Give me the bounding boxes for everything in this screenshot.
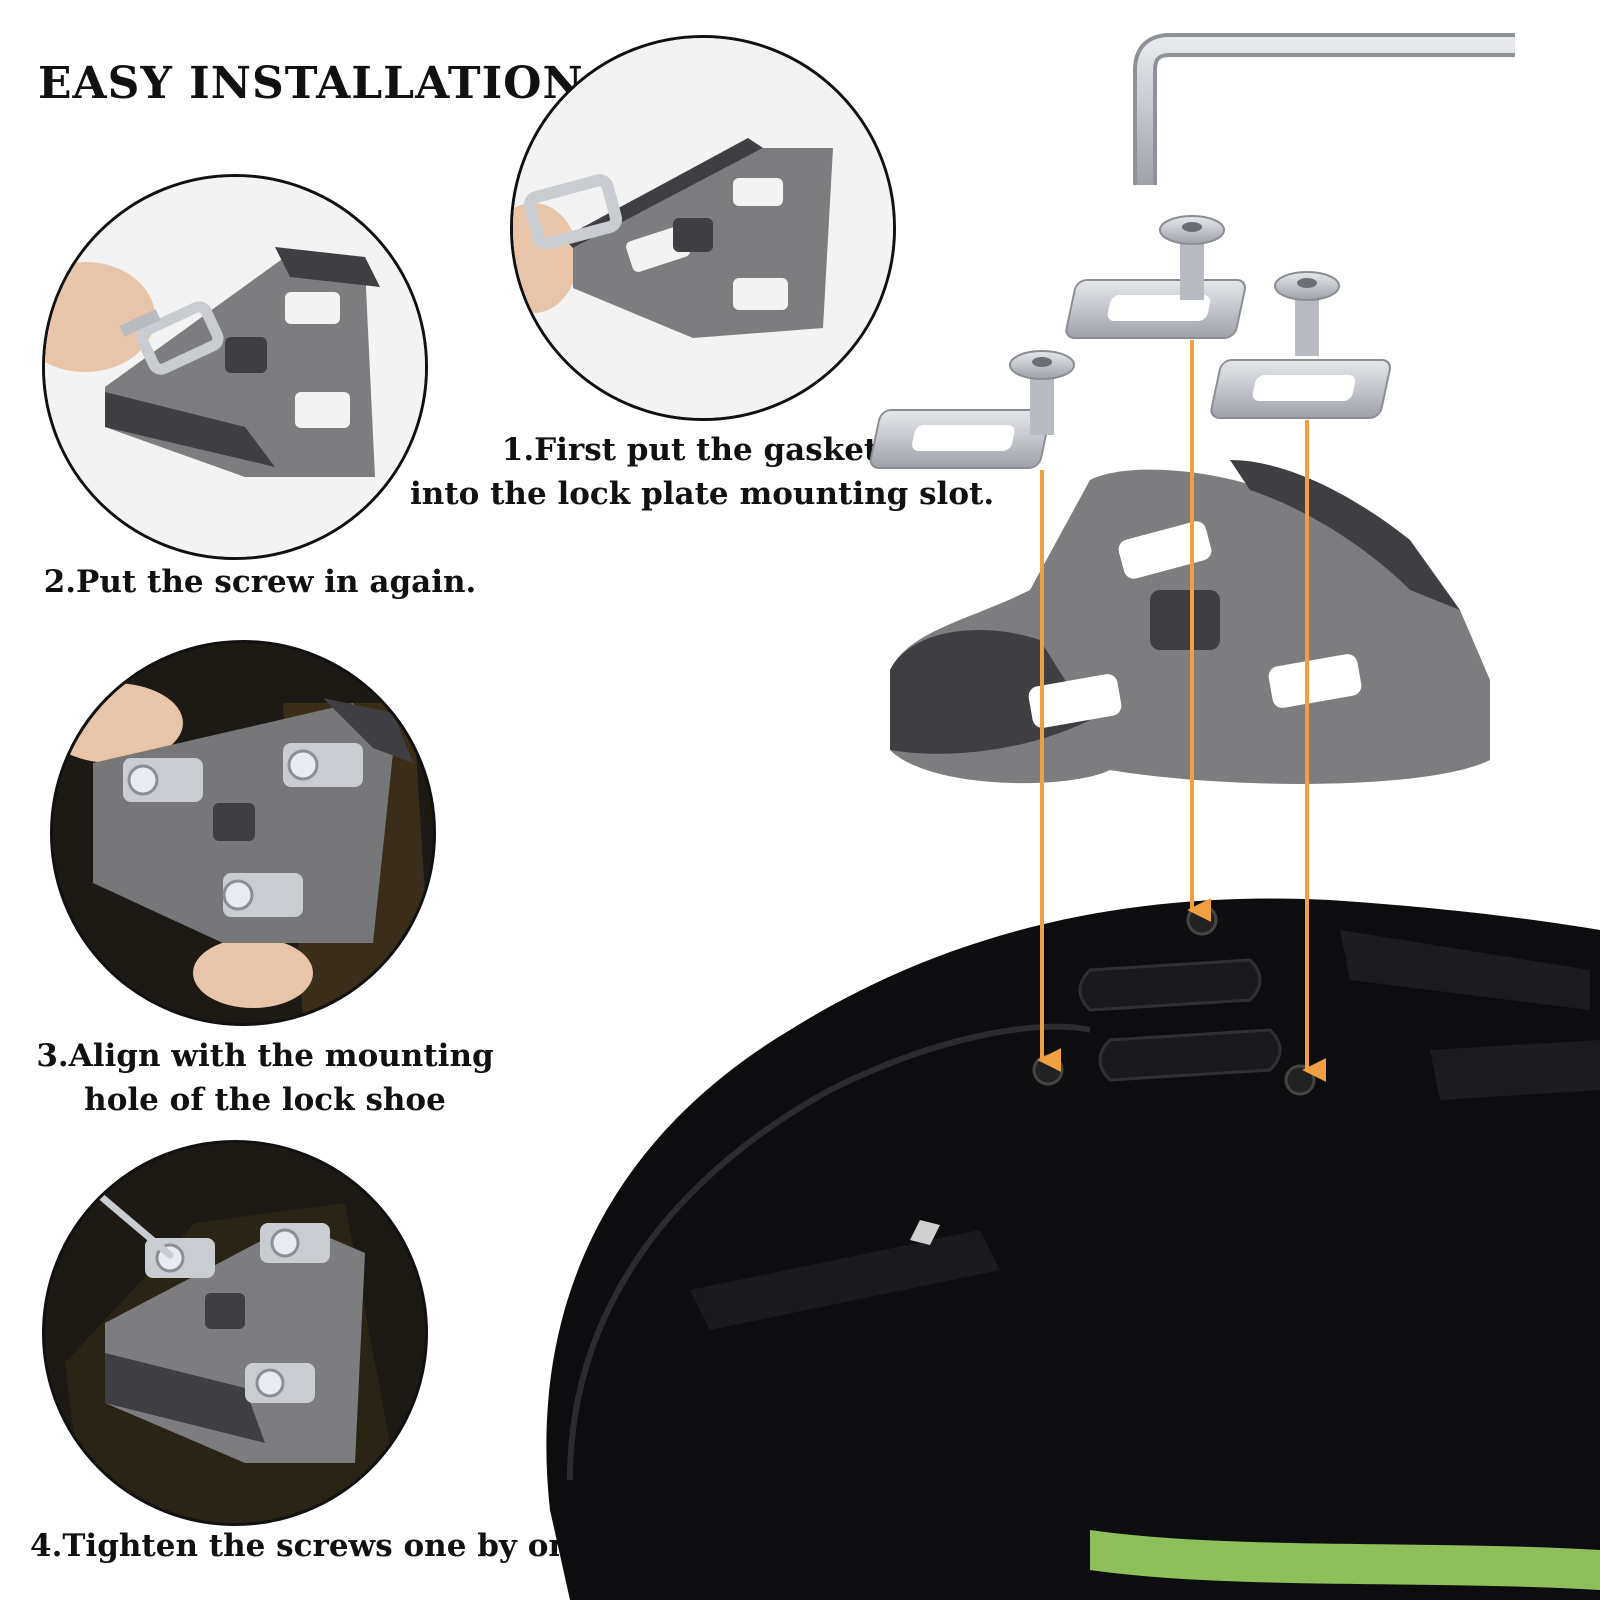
shoe-sole-icon bbox=[546, 898, 1600, 1600]
step-4-photo bbox=[42, 1140, 428, 1526]
page-title: EASY INSTALLATION bbox=[38, 58, 584, 109]
step-1-line-1: 1.First put the gasket bbox=[501, 432, 879, 468]
step-4-line-1: 4.Tighten the screws one by one. bbox=[30, 1528, 602, 1564]
step-2-caption: 2.Put the screw in again. bbox=[40, 560, 480, 604]
step-3-line-1: 3.Align with the mounting bbox=[36, 1038, 494, 1074]
step-1-photo bbox=[510, 35, 896, 421]
step-1-caption: 1.First put the gasket into the lock pla… bbox=[410, 428, 995, 516]
step-3-caption: 3.Align with the mounting hole of the lo… bbox=[30, 1034, 500, 1122]
step-2-line-1: 2.Put the screw in again. bbox=[43, 564, 477, 600]
arrow-down-icon bbox=[1037, 340, 1327, 1082]
step-3-photo bbox=[50, 640, 436, 1026]
step-2-photo bbox=[42, 174, 428, 560]
step-4-caption: 4.Tighten the screws one by one. bbox=[30, 1524, 602, 1568]
hex-key-icon bbox=[1133, 33, 1515, 185]
exploded-view bbox=[530, 30, 1600, 1600]
screw-icon bbox=[1009, 215, 1340, 435]
step-1-line-2: into the lock plate mounting slot. bbox=[410, 476, 995, 512]
step-3-line-2: hole of the lock shoe bbox=[84, 1082, 446, 1118]
